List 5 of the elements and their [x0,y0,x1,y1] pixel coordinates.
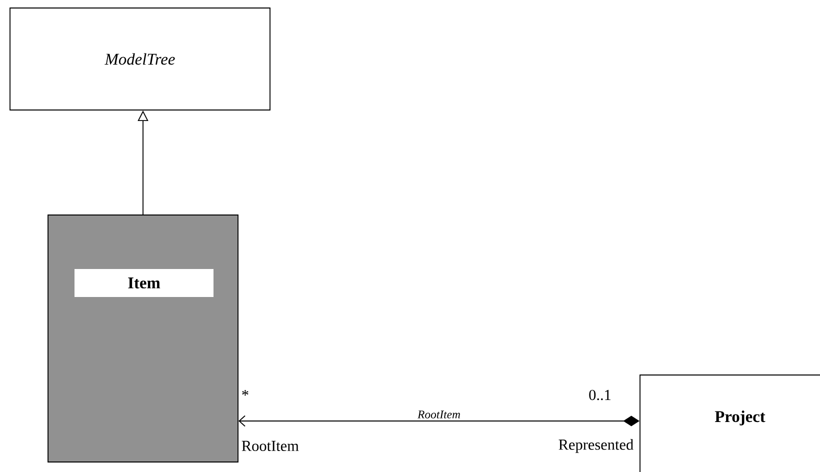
class-box: ModelTree [10,8,270,110]
edge-label: RootItem [416,409,462,420]
class-box: Project [640,374,820,472]
multiplicity-label: 0..1 [589,390,611,400]
class-box: Item [48,214,238,462]
